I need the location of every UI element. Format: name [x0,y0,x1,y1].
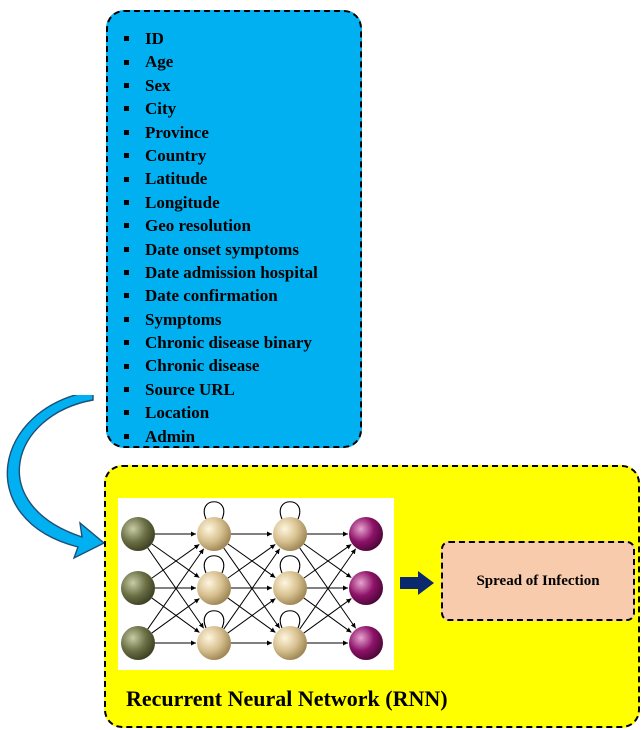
bullet-icon [124,363,129,369]
hidden-2-node [273,626,307,660]
feature-item-label: Date confirmation [145,286,278,306]
rnn-network-panel [118,498,394,670]
rnn-title: Recurrent Neural Network (RNN) [126,686,448,711]
feature-item-label: Age [145,52,174,72]
hidden-2-node [273,571,307,605]
feature-item: Location [124,401,318,424]
hidden-1-node [197,517,231,551]
rnn-box: Spread of Infection Recurrent Neural Net… [104,465,640,728]
feature-item-label: Chronic disease binary [145,333,312,353]
feature-item: Sex [124,74,318,97]
spread-of-infection-label: Spread of Infection [476,572,600,589]
feature-item-label: Location [145,403,210,423]
input-node [121,517,155,551]
bullet-icon [124,246,129,252]
feature-item-label: Symptoms [145,309,222,329]
recurrent-loop [279,501,301,520]
feature-item-label: Province [145,122,209,142]
output-node [349,571,383,605]
connection-arrow [299,548,357,630]
feature-item-label: ID [145,29,164,48]
connection-arrow [303,544,352,579]
feature-item: Admin [124,425,318,448]
connection-arrow [303,598,352,634]
bullet-icon [124,176,129,182]
feature-item-label: Date onset symptoms [145,239,299,259]
feature-item-label: Country [145,145,207,165]
feature-item: Symptoms [124,308,318,331]
bullet-icon [124,293,129,299]
connection-arrow [147,548,205,630]
feature-item-label: Chronic disease [145,356,260,376]
bullet-icon [124,59,129,65]
bullet-icon [124,199,129,205]
recurrent-loop [279,555,301,574]
right-arrow-icon [400,571,434,595]
bullet-icon [124,223,129,229]
spread-of-infection-box: Spread of Infection [441,541,635,621]
bullet-icon [124,270,129,276]
feature-item: Date admission hospital [124,261,318,284]
feature-item: Country [124,144,318,167]
feature-item: Chronic disease binary [124,331,318,354]
bullet-icon [124,153,129,159]
feature-item: Source URL [124,378,318,401]
connection-arrow [151,598,200,634]
output-node [349,517,383,551]
curved-flow-arrow-icon [6,395,106,560]
feature-item: Age [124,50,318,73]
hidden-1-node [197,626,231,660]
feature-item: Province [124,121,318,144]
bullet-icon [124,410,129,416]
rnn-network-diagram [121,501,383,660]
bullet-icon [124,36,129,42]
bullet-icon [124,129,129,135]
feature-item: City [124,97,318,120]
feature-item-label: Date admission hospital [145,262,318,282]
hidden-1-node [197,571,231,605]
output-node [349,626,383,660]
feature-item: Chronic disease [124,354,318,377]
connection-arrow [227,544,276,579]
input-node [121,626,155,660]
connection-arrow [151,544,200,579]
recurrent-loop [279,610,301,629]
recurrent-loop [203,501,225,520]
feature-item: Date confirmation [124,284,318,307]
bullet-icon [124,316,129,322]
bullet-icon [124,106,129,112]
hidden-2-node [273,517,307,551]
bullet-icon [124,433,129,439]
feature-item-label: Sex [145,75,171,95]
bullet-icon [124,340,129,346]
feature-item-label: Source URL [145,379,235,399]
feature-item-label: Longitude [145,192,220,212]
feature-item: Geo resolution [124,214,318,237]
feature-item: ID [124,27,318,50]
feature-item-label: Latitude [145,169,208,189]
recurrent-loop [203,555,225,574]
connection-arrow [223,548,281,630]
connection-arrow [227,598,276,634]
bullet-icon [124,82,129,88]
input-node [121,571,155,605]
feature-item: Latitude [124,167,318,190]
feature-item: Date onset symptoms [124,238,318,261]
feature-item-label: City [145,99,177,119]
bullet-icon [124,387,129,393]
feature-item-label: Admin [145,426,196,446]
feature-item-label: Geo resolution [145,216,251,236]
feature-item: Longitude [124,191,318,214]
recurrent-loop [203,610,225,629]
